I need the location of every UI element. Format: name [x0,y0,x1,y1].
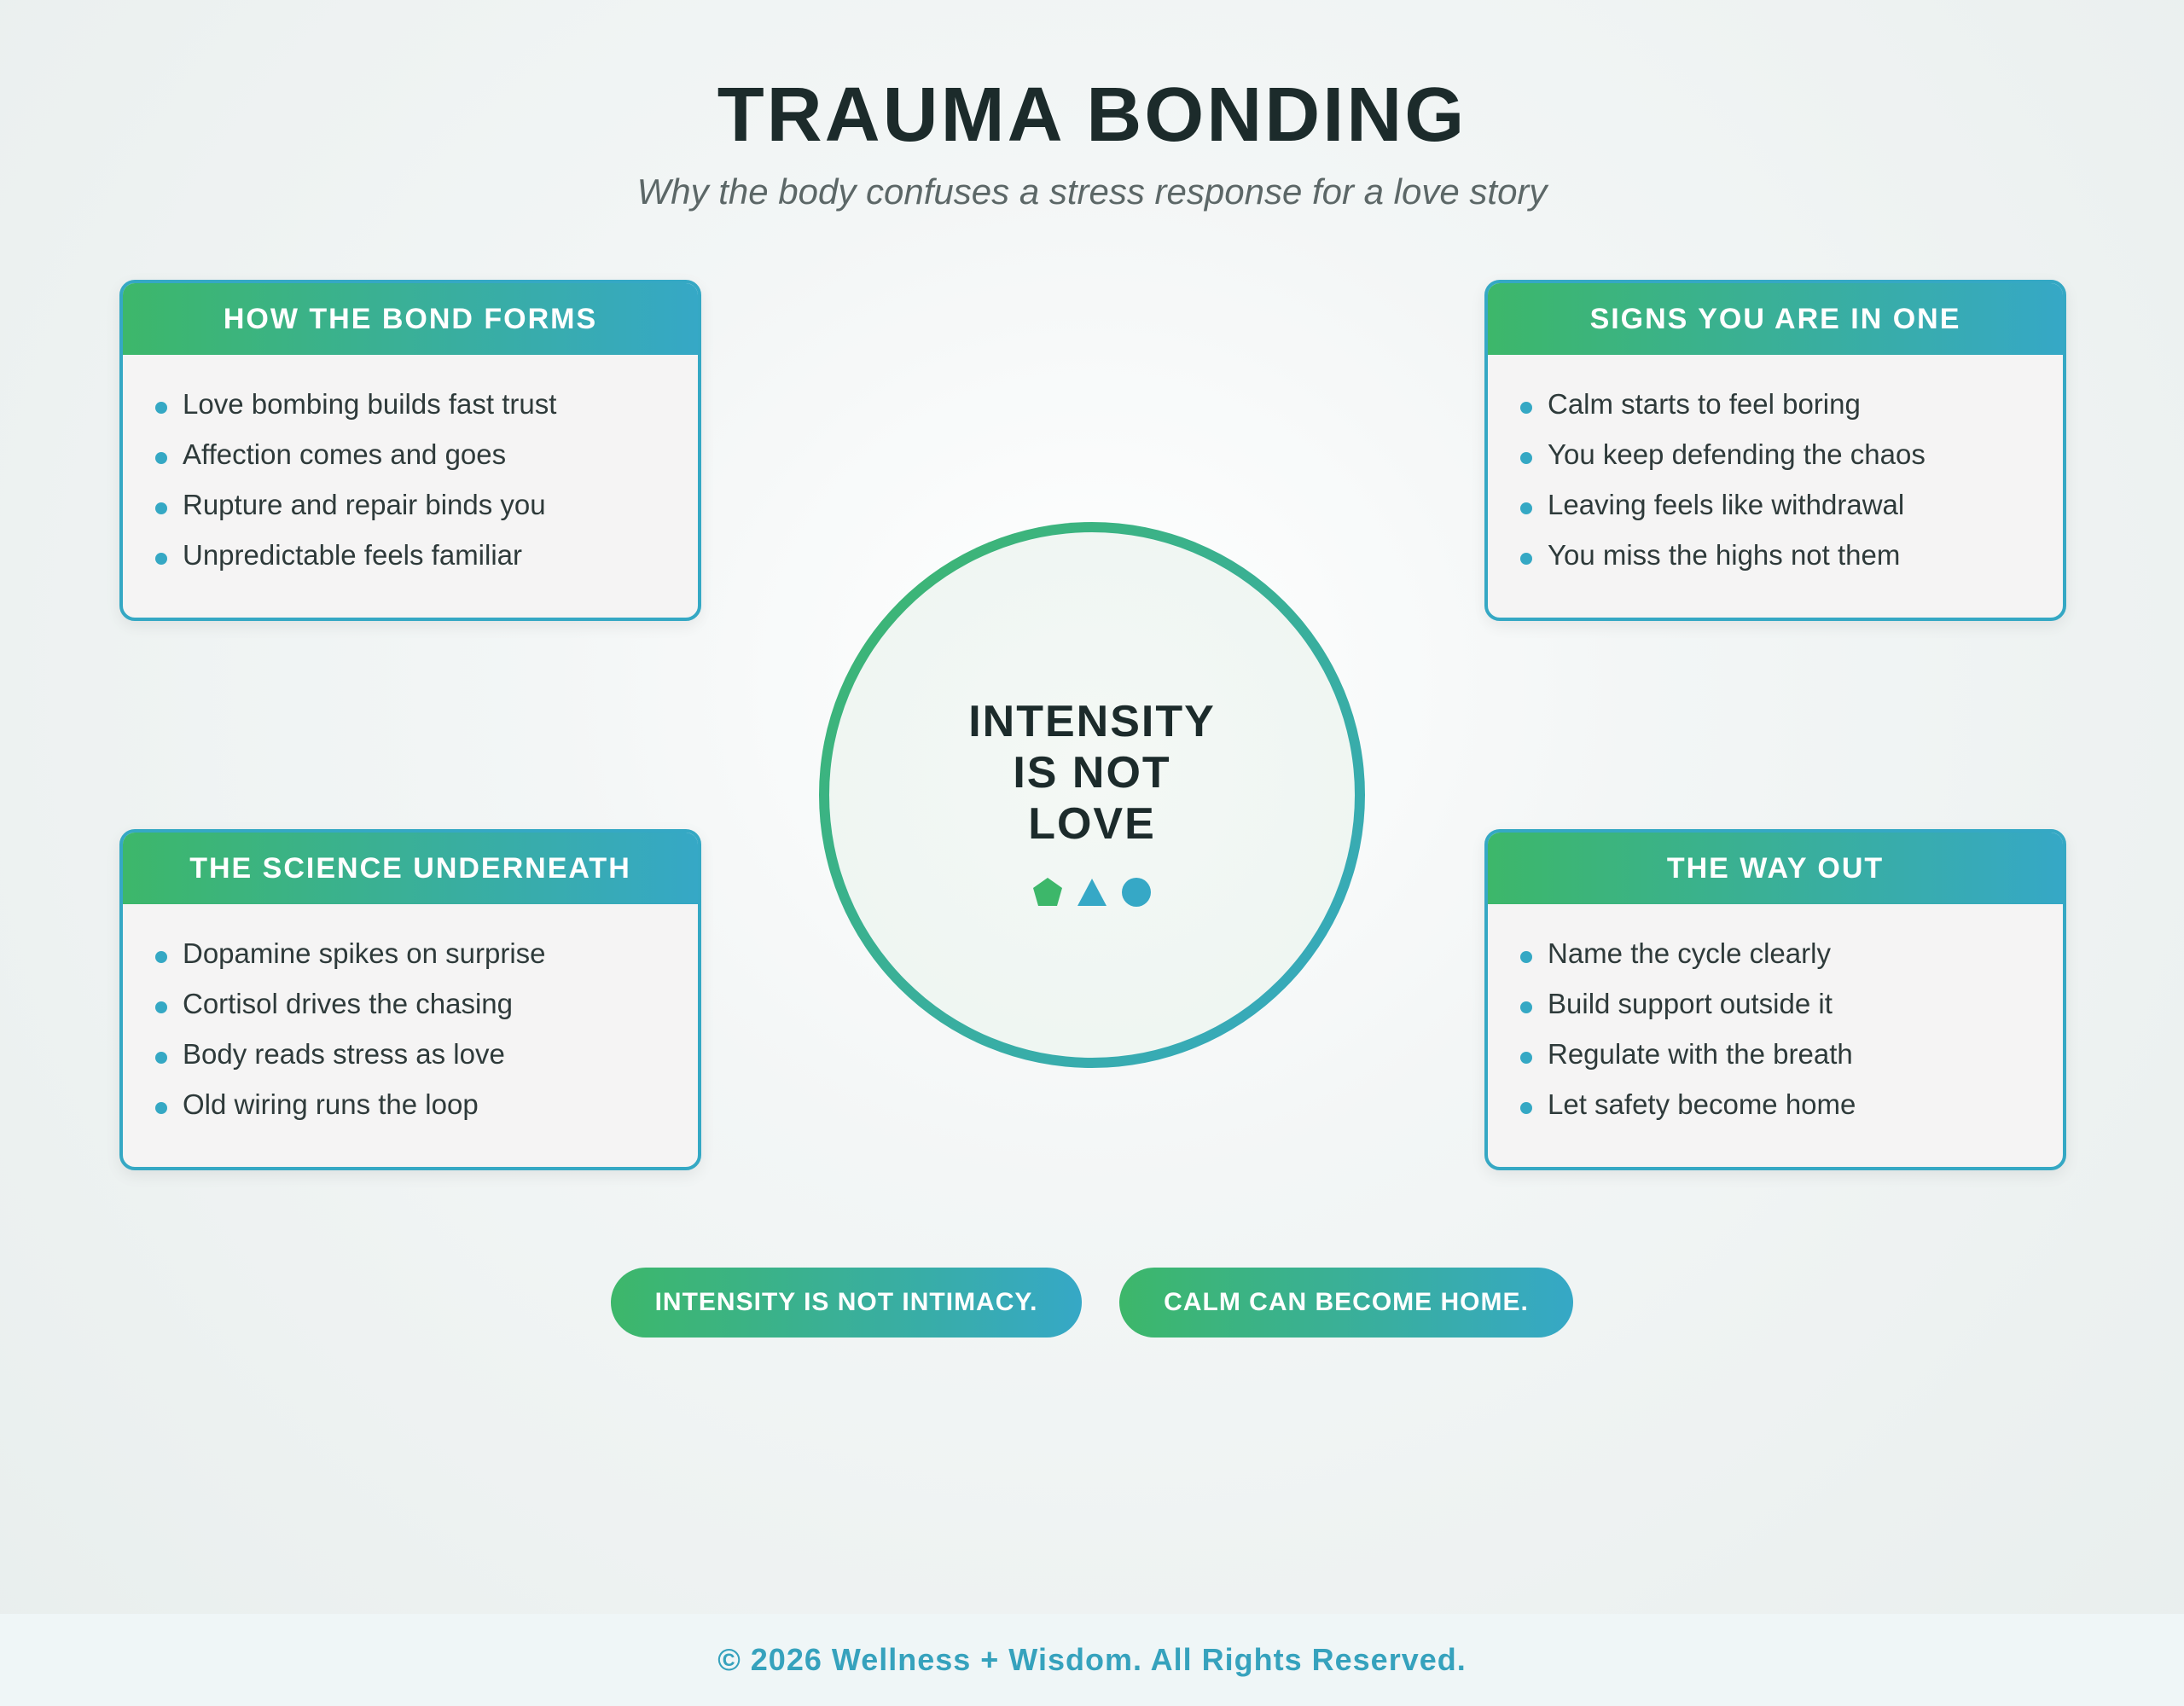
list-item-text: Dopamine spikes on surprise [183,937,546,969]
list-item: Unpredictable feels familiar [155,538,698,572]
list-item: You miss the highs not them [1520,538,2063,572]
bullet-icon [155,1102,167,1114]
center-circle-inner: INTENSITY IS NOT LOVE [829,532,1355,1058]
bullet-icon [1520,402,1532,414]
card-the-science-underneath: THE SCIENCE UNDERNEATH Dopamine spikes o… [119,829,701,1170]
center-heading: INTENSITY IS NOT LOVE [829,696,1355,850]
list-item-text: Calm starts to feel boring [1548,388,1861,420]
bullet-icon [1520,1001,1532,1013]
tagline-pill-intensity: INTENSITY IS NOT INTIMACY. [611,1268,1082,1338]
footer-copyright: © 2026 Wellness + Wisdom. All Rights Res… [0,1614,2184,1706]
list-item: Let safety become home [1520,1088,2063,1122]
circle-icon [1122,878,1151,907]
list-item: Body reads stress as love [155,1037,698,1071]
center-line: LOVE [1028,799,1156,849]
list-item: Calm starts to feel boring [1520,387,2063,421]
center-line: INTENSITY [968,697,1216,746]
bullet-icon [1520,951,1532,963]
card-signs-you-are-in-one: SIGNS YOU ARE IN ONE Calm starts to feel… [1484,280,2066,621]
list-item-text: Old wiring runs the loop [183,1088,479,1120]
list-item: Build support outside it [1520,987,2063,1021]
list-item-text: Unpredictable feels familiar [183,539,523,571]
list-item: Cortisol drives the chasing [155,987,698,1021]
list-item: Leaving feels like withdrawal [1520,488,2063,522]
list-item-text: Let safety become home [1548,1088,1856,1120]
bullet-icon [1520,553,1532,565]
bullet-icon [1520,502,1532,514]
list-item-text: Name the cycle clearly [1548,937,1831,969]
tagline-pill-calm: CALM CAN BECOME HOME. [1119,1268,1573,1338]
list-item-text: Affection comes and goes [183,438,507,470]
list-item-text: You miss the highs not them [1548,539,1901,571]
page-subtitle: Why the body confuses a stress response … [636,171,1548,212]
bullet-icon [155,402,167,414]
center-line: IS NOT [1013,748,1171,798]
bullet-icon [155,452,167,464]
card-list: Love bombing builds fast trust Affection… [123,355,698,572]
card-title: THE WAY OUT [1488,833,2063,904]
card-list: Dopamine spikes on surprise Cortisol dri… [123,904,698,1122]
card-title: SIGNS YOU ARE IN ONE [1488,283,2063,355]
list-item: Affection comes and goes [155,438,698,472]
card-list: Name the cycle clearly Build support out… [1488,904,2063,1122]
bullet-icon [155,502,167,514]
list-item-text: Cortisol drives the chasing [183,988,514,1019]
page-title: TRAUMA BONDING [717,73,1467,158]
shape-icons [1031,875,1153,913]
card-title: HOW THE BOND FORMS [123,283,698,355]
bullet-icon [155,553,167,565]
bullet-icon [1520,1052,1532,1064]
list-item: Regulate with the breath [1520,1037,2063,1071]
list-item: Rupture and repair binds you [155,488,698,522]
list-item-text: Build support outside it [1548,988,1833,1019]
pentagon-icon [1033,878,1062,906]
list-item: Love bombing builds fast trust [155,387,698,421]
list-item: Dopamine spikes on surprise [155,937,698,971]
bullet-icon [155,1052,167,1064]
card-how-the-bond-forms: HOW THE BOND FORMS Love bombing builds f… [119,280,701,621]
bullet-icon [155,1001,167,1013]
card-list: Calm starts to feel boring You keep defe… [1488,355,2063,572]
card-the-way-out: THE WAY OUT Name the cycle clearly Build… [1484,829,2066,1170]
list-item: Old wiring runs the loop [155,1088,698,1122]
list-item-text: Love bombing builds fast trust [183,388,557,420]
list-item-text: Body reads stress as love [183,1038,505,1070]
bullet-icon [155,951,167,963]
center-circle: INTENSITY IS NOT LOVE [819,522,1365,1068]
bullet-icon [1520,452,1532,464]
card-title: THE SCIENCE UNDERNEATH [123,833,698,904]
list-item-text: Leaving feels like withdrawal [1548,489,1905,520]
list-item: You keep defending the chaos [1520,438,2063,472]
list-item-text: Rupture and repair binds you [183,489,546,520]
list-item-text: Regulate with the breath [1548,1038,1853,1070]
bullet-icon [1520,1102,1532,1114]
list-item: Name the cycle clearly [1520,937,2063,971]
triangle-icon [1077,879,1107,906]
list-item-text: You keep defending the chaos [1548,438,1926,470]
